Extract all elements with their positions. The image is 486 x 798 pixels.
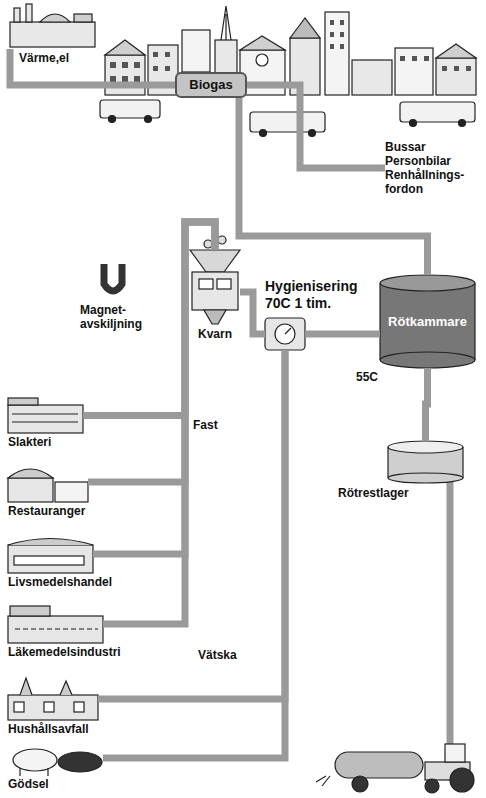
source-box: Livsmedelshandel	[8, 535, 93, 573]
grinder: Kvarn	[190, 250, 240, 325]
node-label: Rötrestlager	[338, 486, 409, 500]
node-label: Restauranger	[8, 504, 85, 518]
source-box: Läkemedelsindustri	[8, 605, 103, 643]
node-label: Värme,el	[19, 51, 69, 65]
pipe-connector	[103, 350, 285, 758]
buses	[100, 100, 475, 137]
gas-store: Biogas	[175, 72, 247, 98]
pipe-connector	[88, 222, 215, 482]
node-label: Läkemedelsindustri	[8, 645, 121, 659]
hygienisation-unit	[265, 318, 305, 350]
digestate-store	[388, 441, 463, 483]
digester-tank	[380, 275, 475, 368]
node-label: Livsmedelshandel	[8, 575, 112, 589]
pipe-connector	[426, 368, 428, 440]
digestate-store: Rötrestlager	[388, 440, 463, 482]
node-label: Rötkammare	[388, 315, 467, 329]
node-label: Kvarn	[198, 327, 232, 341]
node-label: Bussar Personbilar Renhållnings-fordon	[385, 140, 471, 196]
source-box: Slakteri	[8, 398, 83, 433]
node-label: Hygienisering 70C 1 tim.	[265, 278, 375, 312]
node-label: Slakteri	[8, 435, 51, 449]
pipe-connector	[93, 222, 215, 554]
pipe-connector	[10, 49, 175, 85]
flow-label: Fast	[193, 418, 218, 432]
node-label: Gödsel	[8, 777, 49, 791]
flow-label: 55C	[356, 370, 378, 384]
source-box: Restauranger	[8, 462, 88, 502]
source-box: Hushållsavfall	[8, 678, 98, 720]
flow-label: Magnet-avskiljning	[80, 303, 155, 331]
pipe	[447, 482, 454, 752]
node-label: Hushållsavfall	[8, 722, 89, 736]
pipe-connector	[98, 350, 285, 699]
digester: Rötkammare	[380, 275, 475, 368]
hygienisation-unit: Hygienisering 70C 1 tim.	[265, 318, 305, 350]
magnet	[104, 264, 122, 291]
vehicle-label: Bussar Personbilar Renhållnings-fordon	[385, 140, 471, 196]
heat-plant: Värme,el	[5, 5, 100, 49]
windows	[110, 20, 471, 82]
tractor	[316, 744, 474, 793]
pipe-connector	[240, 292, 265, 334]
node-label: Biogas	[185, 77, 237, 93]
source-box: Gödsel	[8, 740, 103, 776]
pipe-connector	[247, 85, 385, 168]
pipe-connector	[305, 331, 380, 338]
flow-label: Vätska	[198, 648, 237, 662]
